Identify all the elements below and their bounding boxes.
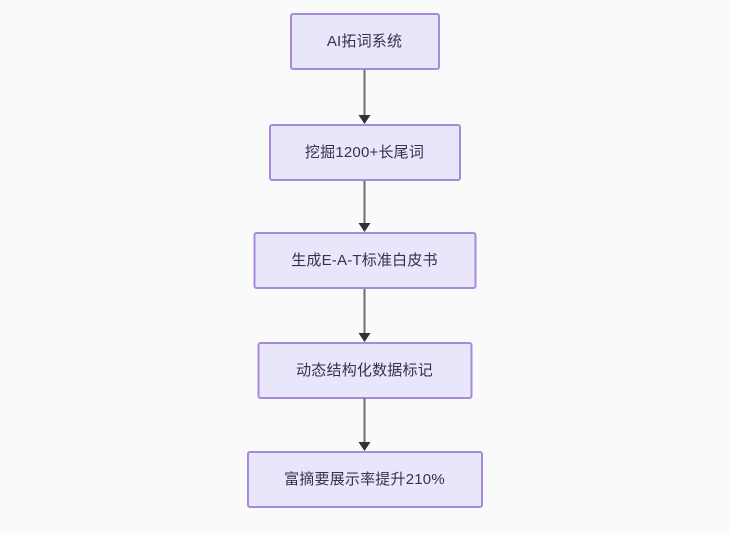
edge-line (363, 70, 366, 115)
arrow-down-icon (358, 442, 371, 451)
flowchart-edge-e4 (358, 398, 371, 451)
arrow-down-icon (358, 333, 371, 342)
node-label: 富摘要展示率提升210% (284, 471, 445, 488)
flowchart-edge-e1 (358, 70, 371, 124)
edge-line (363, 398, 366, 442)
flowchart-edge-e3 (358, 289, 371, 342)
node-label: 动态结构化数据标记 (296, 362, 433, 379)
flowchart-node-n1[interactable]: AI拓词系统 (289, 13, 440, 70)
node-label: 生成E-A-T标准白皮书 (291, 252, 438, 269)
edge-line (363, 181, 366, 223)
arrow-down-icon (358, 223, 371, 232)
edge-line (363, 289, 366, 333)
node-label: AI拓词系统 (326, 33, 403, 50)
flowchart-edge-e2 (358, 181, 371, 232)
flowchart-node-n2[interactable]: 挖掘1200+长尾词 (268, 124, 461, 181)
flowchart-node-n5[interactable]: 富摘要展示率提升210% (246, 451, 483, 508)
node-label: 挖掘1200+长尾词 (304, 144, 425, 161)
arrow-down-icon (358, 115, 371, 124)
flowchart-node-n4[interactable]: 动态结构化数据标记 (257, 342, 472, 399)
flowchart-node-n3[interactable]: 生成E-A-T标准白皮书 (253, 232, 476, 289)
